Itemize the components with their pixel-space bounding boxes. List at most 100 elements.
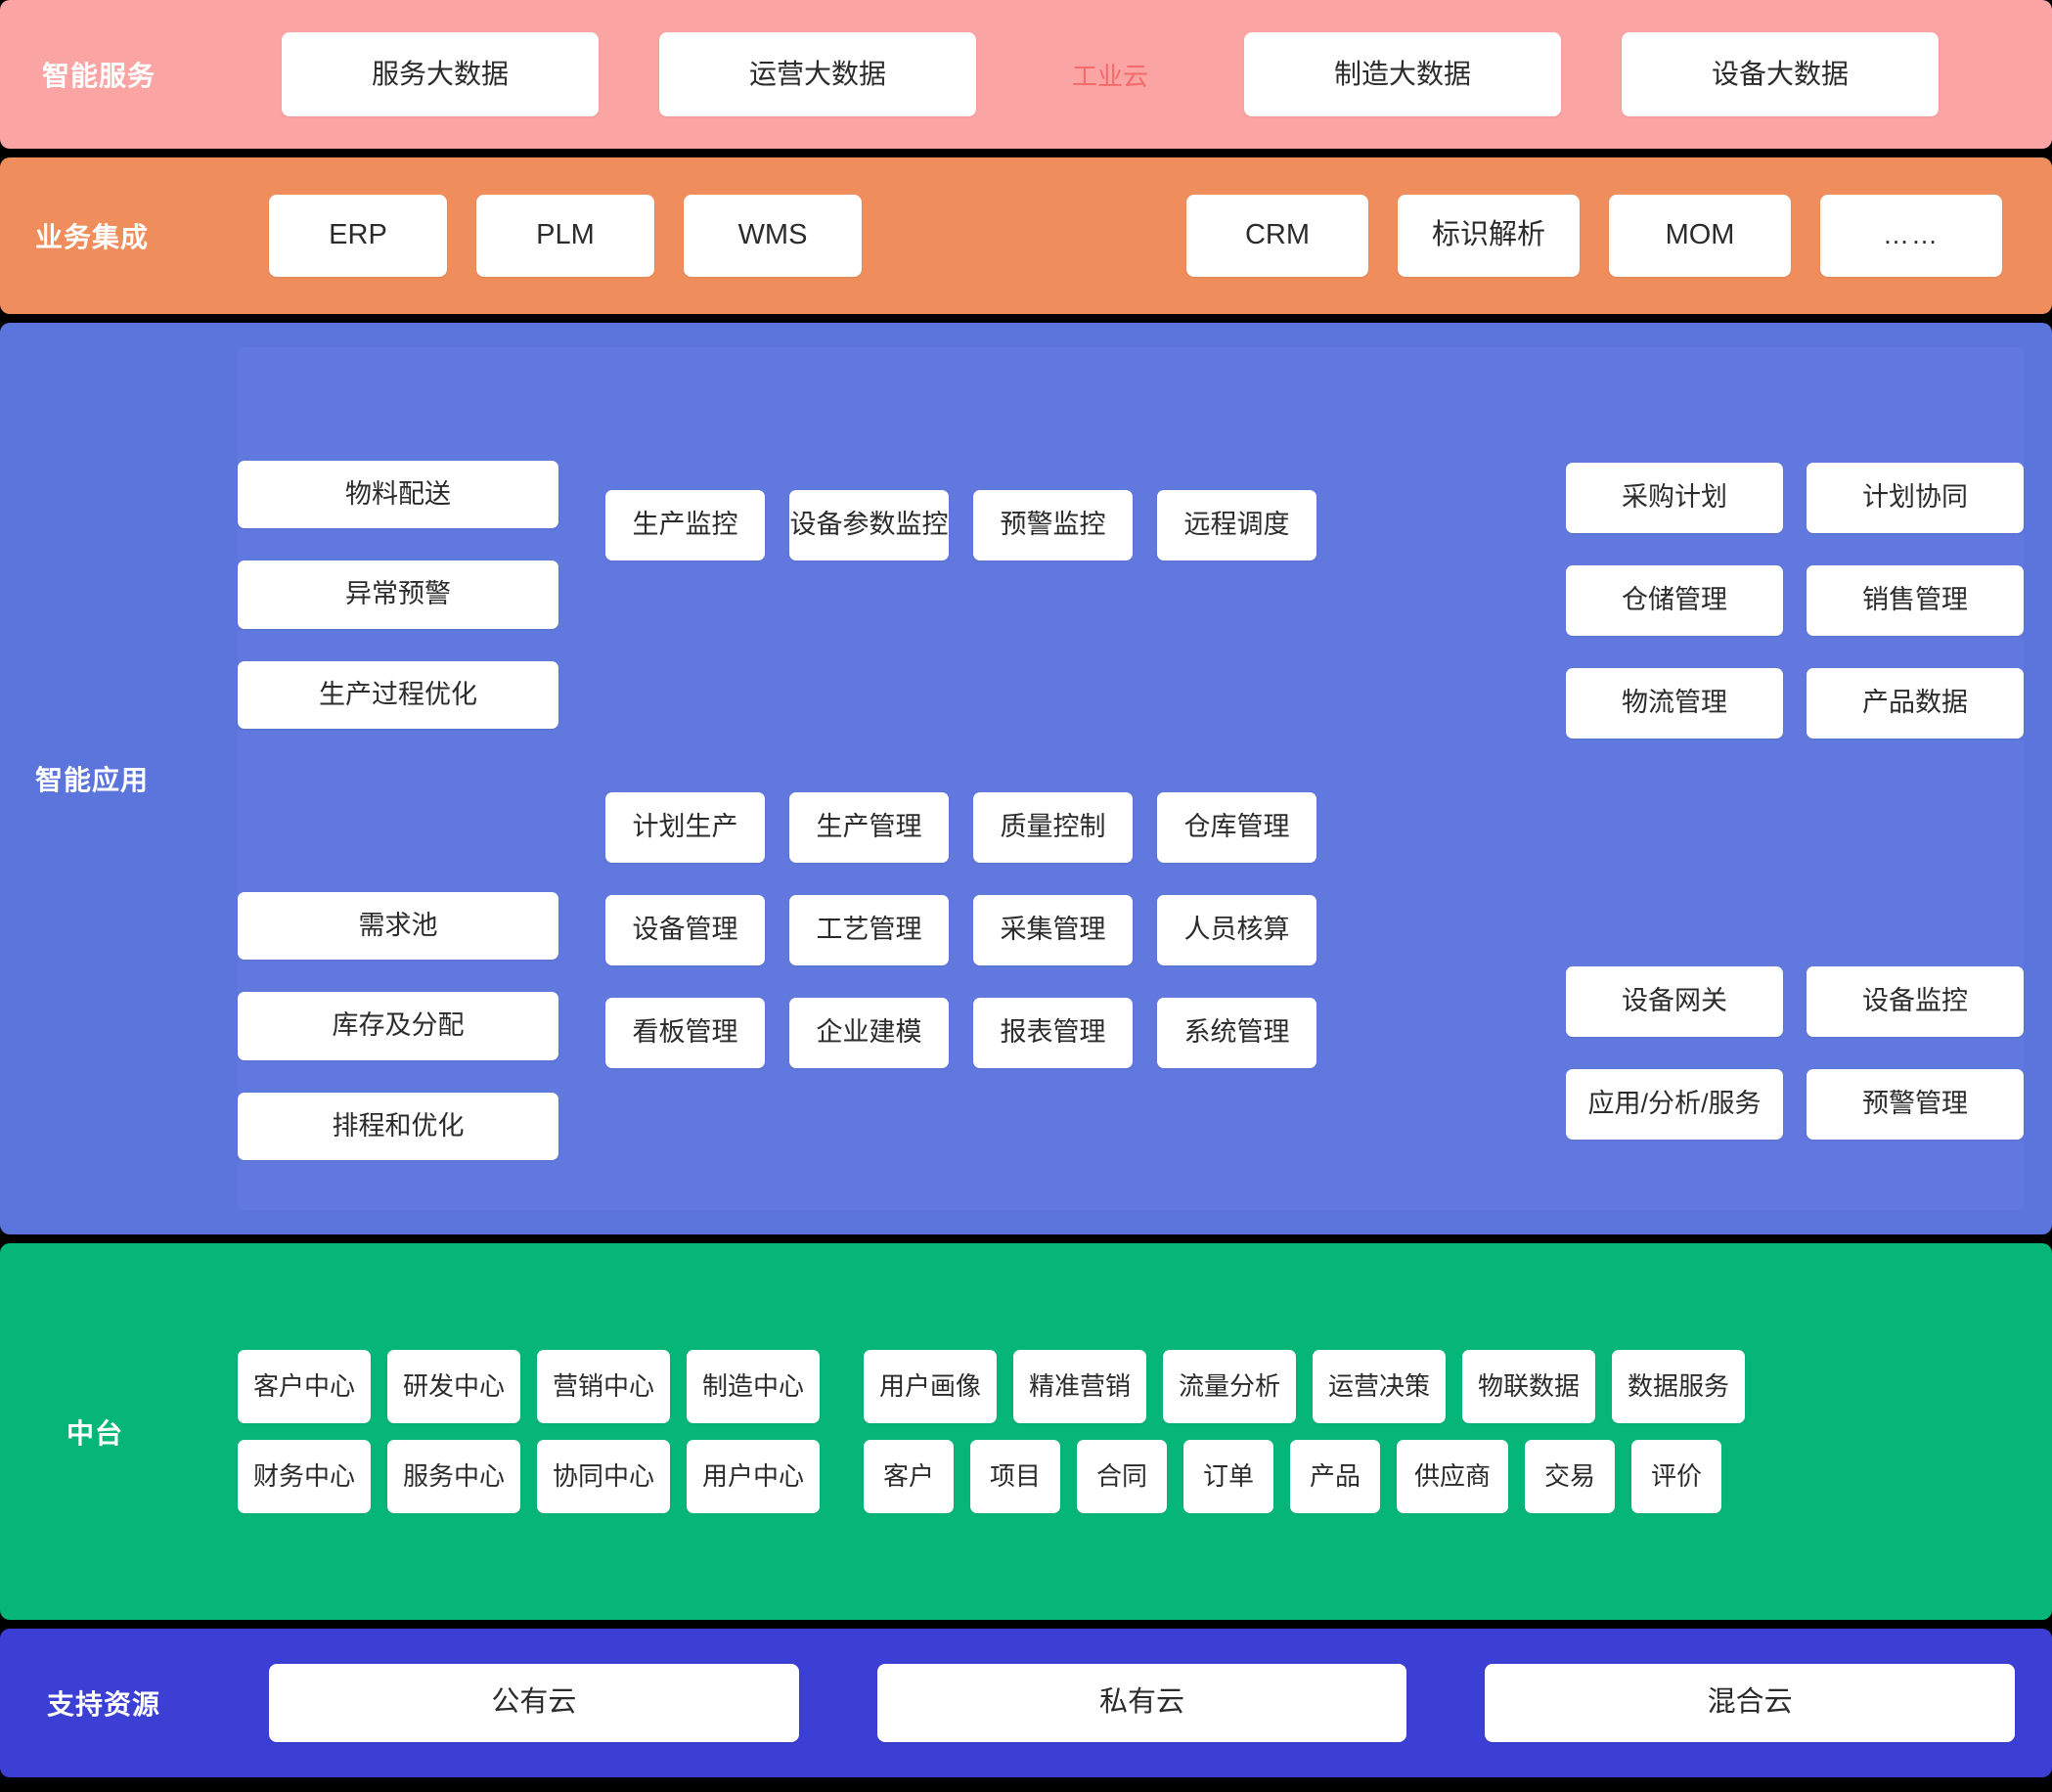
- card-product-data[interactable]: 产品数据: [1807, 668, 2024, 739]
- integration-right-group: CRM 标识解析 MOM ……: [1186, 195, 2002, 277]
- card-traffic-analysis[interactable]: 流量分析: [1163, 1350, 1296, 1423]
- card-product[interactable]: 产品: [1290, 1440, 1380, 1513]
- card-rd-center[interactable]: 研发中心: [387, 1350, 520, 1423]
- card-contract[interactable]: 合同: [1077, 1440, 1167, 1513]
- app-left-gap: [238, 761, 558, 892]
- band-label-intelligent-application: 智能应用: [35, 765, 150, 795]
- band-label-intelligent-service: 智能服务: [42, 61, 156, 91]
- card-erp[interactable]: ERP: [269, 195, 447, 277]
- card-equipment-big-data[interactable]: 设备大数据: [1622, 32, 1939, 116]
- middle-group-two-row-2: 客户 项目 合同 订单 产品 供应商 交易 评价: [864, 1440, 1745, 1513]
- app-columns: 物料配送 异常预警 生产过程优化 需求池 库存及分配 排程和优化 生产监控 设备…: [238, 326, 2049, 1232]
- app-mid-gap: [605, 593, 1327, 792]
- app-mid-row-4: 看板管理 企业建模 报表管理 系统管理: [605, 998, 1327, 1068]
- app-mid-row-1: 生产监控 设备参数监控 预警监控 远程调度: [605, 490, 1327, 560]
- card-equipment-management[interactable]: 设备管理: [605, 895, 765, 965]
- card-private-cloud[interactable]: 私有云: [876, 1664, 1407, 1742]
- card-production-management[interactable]: 生产管理: [789, 792, 949, 863]
- card-user-profile[interactable]: 用户画像: [864, 1350, 997, 1423]
- card-scheduling-optimization[interactable]: 排程和优化: [238, 1092, 558, 1160]
- card-customer[interactable]: 客户: [864, 1440, 954, 1513]
- card-plm[interactable]: PLM: [476, 195, 654, 277]
- card-warning-management[interactable]: 预警管理: [1807, 1069, 2024, 1140]
- card-data-service[interactable]: 数据服务: [1612, 1350, 1745, 1423]
- band-business-integration: 业务集成 ERP PLM WMS CRM 标识解析 MOM ……: [0, 157, 2052, 314]
- card-crm[interactable]: CRM: [1186, 195, 1368, 277]
- app-right-row-2: 仓储管理 销售管理: [1566, 565, 2024, 636]
- card-project[interactable]: 项目: [970, 1440, 1060, 1513]
- card-material-delivery[interactable]: 物料配送: [238, 461, 558, 529]
- label-industrial-cloud: 工业云: [1071, 61, 1148, 91]
- card-warning-monitoring[interactable]: 预警监控: [973, 490, 1133, 560]
- band-intelligent-service: 智能服务 服务大数据 运营大数据 工业云 制造大数据 设备大数据: [0, 0, 2052, 149]
- band-body-middle-platform: 客户中心 研发中心 营销中心 制造中心 财务中心 服务中心 协同中心 用户中心 …: [238, 1350, 2049, 1513]
- card-quality-control[interactable]: 质量控制: [973, 792, 1133, 863]
- card-inventory-allocation[interactable]: 库存及分配: [238, 992, 558, 1060]
- card-operation-decision[interactable]: 运营决策: [1313, 1350, 1446, 1423]
- card-transaction[interactable]: 交易: [1525, 1440, 1615, 1513]
- card-customer-center[interactable]: 客户中心: [238, 1350, 371, 1423]
- app-column-right: 采购计划 计划协同 仓储管理 销售管理 物流管理 产品数据 设备网关 设备监控: [1371, 326, 2024, 1232]
- band-intelligent-application: 智能应用 物料配送 异常预警 生产过程优化 需求池 库存及分配 排程和优化 生产…: [0, 323, 2052, 1234]
- card-precision-marketing[interactable]: 精准营销: [1013, 1350, 1146, 1423]
- band-body-support-resource: 公有云 私有云 混合云: [269, 1664, 2049, 1742]
- band-label-middle-platform: 中台: [67, 1417, 124, 1449]
- card-equipment-monitoring[interactable]: 设备监控: [1807, 966, 2024, 1037]
- card-sales-management[interactable]: 销售管理: [1807, 565, 2024, 636]
- band-support-resource: 支持资源 公有云 私有云 混合云: [0, 1629, 2052, 1777]
- card-equipment-gateway[interactable]: 设备网关: [1566, 966, 1783, 1037]
- card-process-management[interactable]: 工艺管理: [789, 895, 949, 965]
- card-service-center[interactable]: 服务中心: [387, 1440, 520, 1513]
- card-warehouse-management[interactable]: 仓库管理: [1157, 792, 1316, 863]
- card-operation-big-data[interactable]: 运营大数据: [659, 32, 976, 116]
- card-user-center[interactable]: 用户中心: [687, 1440, 820, 1513]
- card-ellipsis[interactable]: ……: [1820, 195, 2002, 277]
- card-system-management[interactable]: 系统管理: [1157, 998, 1316, 1068]
- card-production-process-optimization[interactable]: 生产过程优化: [238, 660, 558, 729]
- card-iot-data[interactable]: 物联数据: [1462, 1350, 1595, 1423]
- middle-group-one-row-2: 财务中心 服务中心 协同中心 用户中心: [238, 1440, 820, 1513]
- card-wms[interactable]: WMS: [684, 195, 862, 277]
- card-public-cloud[interactable]: 公有云: [269, 1664, 799, 1742]
- middle-group-two: 用户画像 精准营销 流量分析 运营决策 物联数据 数据服务 客户 项目 合同 订…: [864, 1350, 1745, 1513]
- card-marketing-center[interactable]: 营销中心: [537, 1350, 670, 1423]
- card-storage-management[interactable]: 仓储管理: [1566, 565, 1783, 636]
- card-service-big-data[interactable]: 服务大数据: [282, 32, 599, 116]
- card-hybrid-cloud[interactable]: 混合云: [1485, 1664, 2016, 1742]
- middle-group-one: 客户中心 研发中心 营销中心 制造中心 财务中心 服务中心 协同中心 用户中心: [238, 1350, 820, 1513]
- middle-group-one-row-1: 客户中心 研发中心 营销中心 制造中心: [238, 1350, 820, 1423]
- card-abnormal-warning[interactable]: 异常预警: [238, 560, 558, 629]
- card-manufacturing-big-data[interactable]: 制造大数据: [1244, 32, 1561, 116]
- band-body-intelligent-service: 服务大数据 运营大数据 工业云 制造大数据 设备大数据: [282, 32, 2049, 116]
- card-purchase-plan[interactable]: 采购计划: [1566, 463, 1783, 533]
- card-production-monitoring[interactable]: 生产监控: [605, 490, 765, 560]
- band-body-business-integration: ERP PLM WMS CRM 标识解析 MOM ……: [269, 195, 2049, 277]
- card-logistics-management[interactable]: 物流管理: [1566, 668, 1783, 739]
- card-personnel-accounting[interactable]: 人员核算: [1157, 895, 1316, 965]
- card-plan-collaboration[interactable]: 计划协同: [1807, 463, 2024, 533]
- app-right-row-3: 物流管理 产品数据: [1566, 668, 2024, 739]
- card-mom[interactable]: MOM: [1609, 195, 1791, 277]
- card-order[interactable]: 订单: [1183, 1440, 1273, 1513]
- band-middle-platform: 中台 客户中心 研发中心 营销中心 制造中心 财务中心 服务中心 协同中心 用户…: [0, 1243, 2052, 1620]
- integration-left-group: ERP PLM WMS: [269, 195, 862, 277]
- card-evaluation[interactable]: 评价: [1631, 1440, 1721, 1513]
- card-equipment-parameter-monitoring[interactable]: 设备参数监控: [789, 490, 949, 560]
- card-collaboration-center[interactable]: 协同中心: [537, 1440, 670, 1513]
- card-kanban-management[interactable]: 看板管理: [605, 998, 765, 1068]
- card-finance-center[interactable]: 财务中心: [238, 1440, 371, 1513]
- app-mid-row-3: 设备管理 工艺管理 采集管理 人员核算: [605, 895, 1327, 965]
- card-manufacturing-center[interactable]: 制造中心: [687, 1350, 820, 1423]
- card-demand-pool[interactable]: 需求池: [238, 891, 558, 961]
- card-report-management[interactable]: 报表管理: [973, 998, 1133, 1068]
- card-identity-resolution[interactable]: 标识解析: [1398, 195, 1580, 277]
- app-column-left: 物料配送 异常预警 生产过程优化 需求池 库存及分配 排程和优化: [238, 326, 558, 1232]
- card-remote-dispatch[interactable]: 远程调度: [1157, 490, 1316, 560]
- card-collection-management[interactable]: 采集管理: [973, 895, 1133, 965]
- card-supplier[interactable]: 供应商: [1397, 1440, 1508, 1513]
- card-application-analysis-service[interactable]: 应用/分析/服务: [1566, 1069, 1783, 1140]
- card-enterprise-modeling[interactable]: 企业建模: [789, 998, 949, 1068]
- app-column-middle: 生产监控 设备参数监控 预警监控 远程调度 计划生产 生产管理 质量控制 仓库管…: [605, 326, 1327, 1232]
- card-planned-production[interactable]: 计划生产: [605, 792, 765, 863]
